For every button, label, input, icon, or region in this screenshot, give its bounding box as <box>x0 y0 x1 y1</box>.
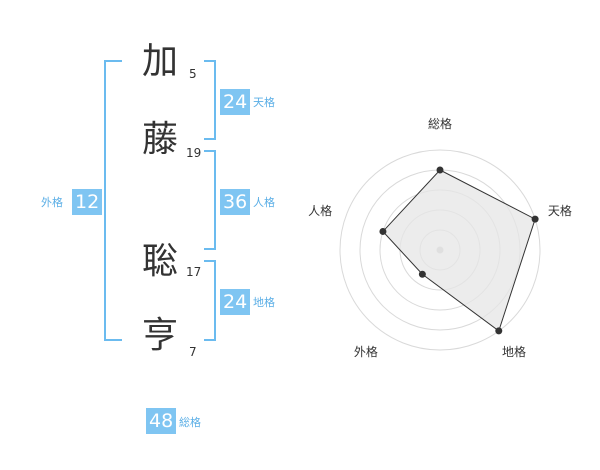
radar-point-4 <box>418 270 426 278</box>
soukaku-label: 総格 <box>179 416 201 429</box>
radar-axis-label-1: 総格 <box>428 116 452 131</box>
tenkaku-bracket <box>204 60 216 140</box>
gaikaku-value-badge: 12 <box>72 189 103 215</box>
name-char-2: 藤 <box>141 119 178 160</box>
stroke-count-3: 17 <box>186 265 202 279</box>
radar-point-2 <box>531 215 539 223</box>
chikaku-value-badge: 24 <box>220 289 251 315</box>
chikaku-label: 地格 <box>253 296 275 309</box>
radar-axis-label-2: 天格 <box>548 203 572 218</box>
radar-axis-label-4: 外格 <box>354 344 378 359</box>
tenkaku-label: 天格 <box>253 96 275 109</box>
stroke-count-1: 5 <box>189 67 197 81</box>
radar-point-1 <box>436 166 444 174</box>
stroke-count-2: 19 <box>186 146 202 160</box>
jinkaku-label: 人格 <box>253 196 275 209</box>
radar-point-3 <box>495 327 503 335</box>
jinkaku-bracket <box>204 150 216 250</box>
gaikaku-bracket <box>104 60 122 341</box>
chikaku-bracket <box>204 260 216 341</box>
tenkaku-value-badge: 24 <box>220 89 251 115</box>
radar-axis-label-5: 人格 <box>308 203 332 218</box>
gaikaku-label: 外格 <box>41 196 63 209</box>
name-char-4: 亨 <box>141 315 178 356</box>
radar-area <box>382 169 536 332</box>
jinkaku-value-badge: 36 <box>220 189 251 215</box>
soukaku-value-badge: 48 <box>146 408 177 434</box>
name-char-3: 聡 <box>141 241 178 282</box>
name-char-1: 加 <box>141 41 178 82</box>
radar-axis-label-3: 地格 <box>502 344 526 359</box>
stroke-count-4: 7 <box>189 345 197 359</box>
radar-grid-ring <box>339 149 541 351</box>
radar-points <box>379 166 539 335</box>
radar-point-5 <box>379 227 387 235</box>
